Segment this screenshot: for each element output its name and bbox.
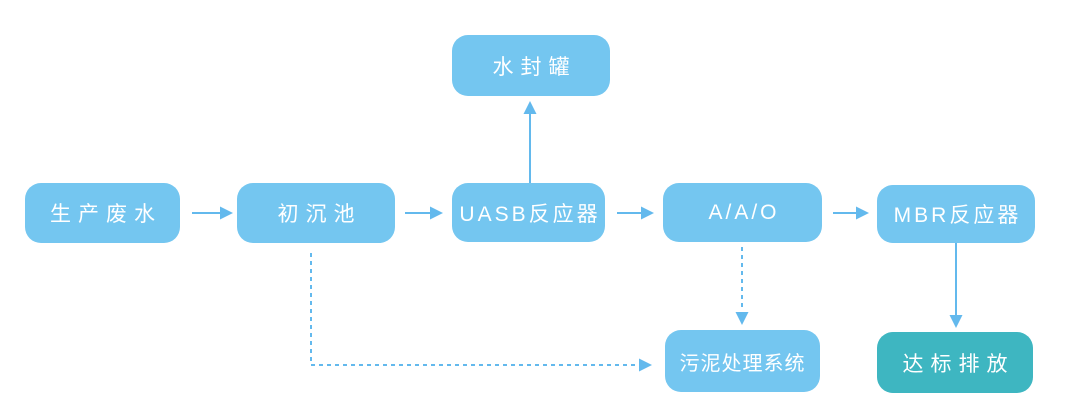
node-water-seal-tank: 水封罐 — [452, 35, 610, 96]
arrow-uasb-to-aao — [617, 206, 654, 220]
node-production-wastewater: 生产废水 — [25, 183, 180, 243]
node-mbr-reactor: MBR反应器 — [877, 185, 1035, 243]
arrow-mbr-to-discharge — [949, 243, 963, 328]
arrow-production-to-primary — [192, 206, 233, 220]
node-aao: A/A/O — [663, 183, 822, 242]
arrow-uasb-to-waterseal — [523, 101, 537, 183]
arrow-aao-to-mbr — [833, 206, 869, 220]
node-primary-sedimentation: 初沉池 — [237, 183, 395, 243]
node-uasb-reactor: UASB反应器 — [452, 183, 605, 242]
node-sludge-treatment-system: 污泥处理系统 — [665, 330, 820, 392]
node-compliant-discharge: 达标排放 — [877, 332, 1033, 393]
arrow-primary-to-uasb — [405, 206, 443, 220]
arrow-aao-to-sludge — [735, 247, 749, 325]
arrow-primary-to-sludge — [310, 253, 652, 372]
